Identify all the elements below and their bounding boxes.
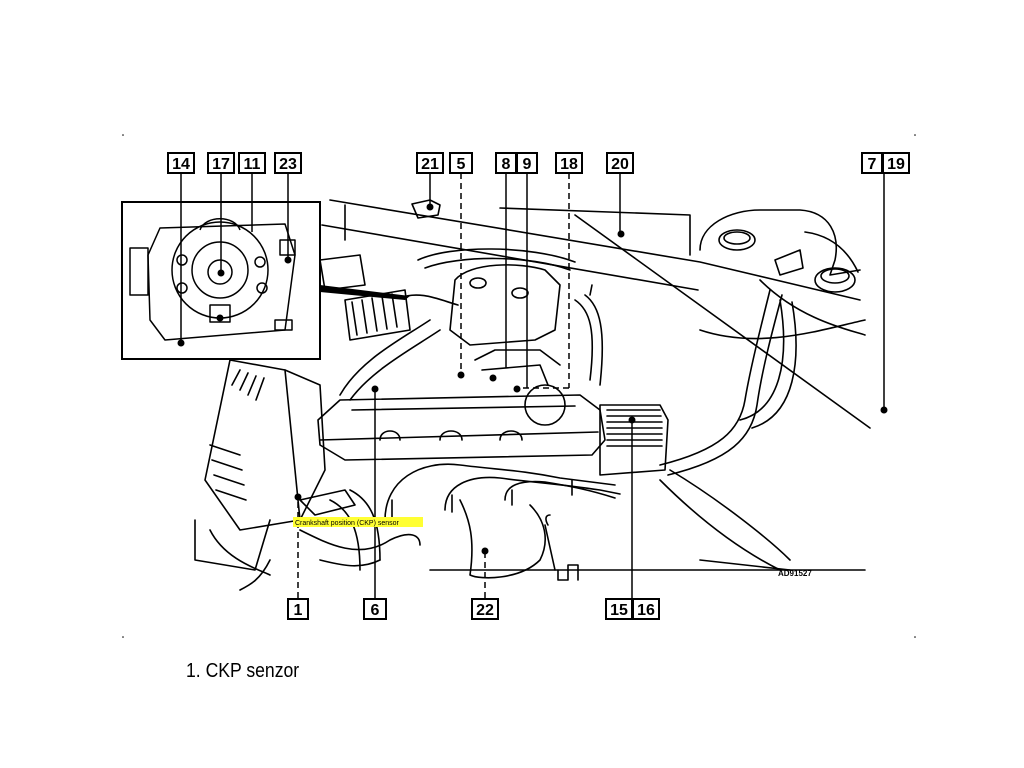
callout-19: 19 xyxy=(887,156,905,173)
leader-lines xyxy=(180,173,885,598)
callout-8: 8 xyxy=(502,156,511,173)
engine-artwork xyxy=(194,199,871,591)
callout-23: 23 xyxy=(279,156,297,173)
leader-dots xyxy=(294,203,888,555)
throttle-body-inset xyxy=(121,201,410,360)
callout-14: 14 xyxy=(172,156,190,173)
callout-6: 6 xyxy=(371,602,380,619)
caption: 1. CKP senzor xyxy=(186,660,300,682)
callouts-top: 14 17 11 23 21 5 8 9 18 20 7 19 xyxy=(167,152,910,174)
callout-20: 20 xyxy=(611,156,629,173)
figure-id: AD91527 xyxy=(778,569,812,578)
callout-5: 5 xyxy=(457,156,466,173)
callout-22: 22 xyxy=(476,602,494,619)
callout-1: 1 xyxy=(294,602,303,619)
ckp-highlight-label: Crankshaft position (CKP) sensor xyxy=(295,520,400,527)
callout-11: 11 xyxy=(244,156,261,173)
callout-18: 18 xyxy=(560,156,578,173)
inset-dot-11 xyxy=(216,314,224,322)
callout-16: 16 xyxy=(637,602,655,619)
ckp-highlight: Crankshaft position (CKP) sensor xyxy=(293,517,423,527)
callouts-bottom: 1 6 22 15 16 xyxy=(287,598,660,620)
callout-15: 15 xyxy=(610,602,628,619)
callout-7: 7 xyxy=(868,156,877,173)
corner-marks xyxy=(122,134,916,638)
callout-9: 9 xyxy=(523,156,532,173)
callout-17: 17 xyxy=(212,156,230,173)
callout-21: 21 xyxy=(421,156,439,173)
inset-dot-23 xyxy=(284,256,292,264)
